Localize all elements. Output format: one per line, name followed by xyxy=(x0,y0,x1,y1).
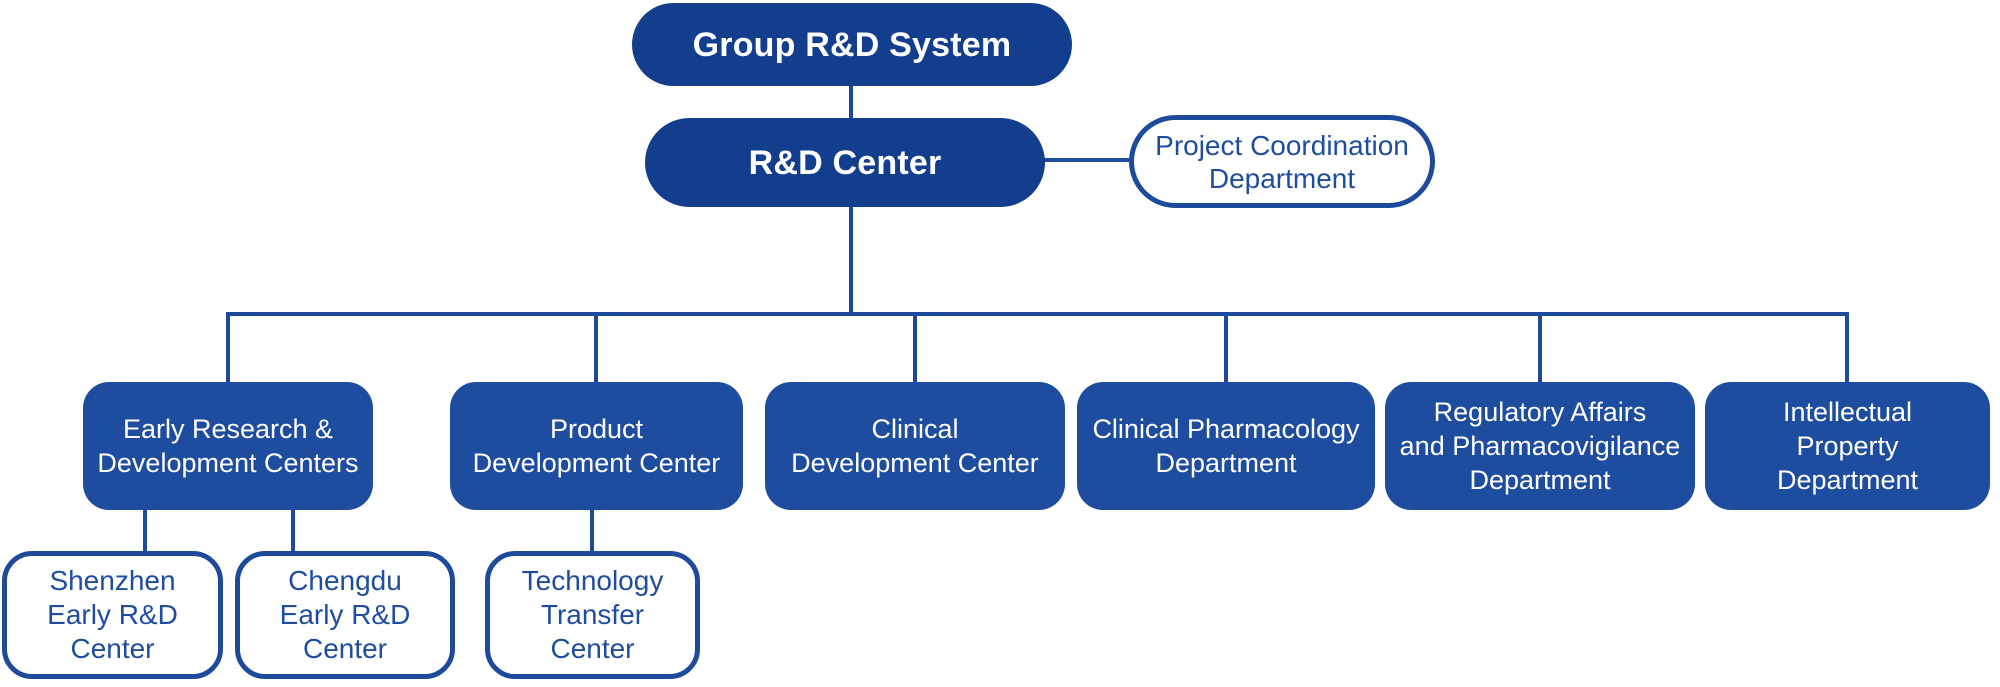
connector-drop-sub-1 xyxy=(143,506,147,555)
node-shenzhen-early-rnd-center: Shenzhen Early R&D Center xyxy=(2,551,223,679)
node-intellectual-property-department: Intellectual Property Department xyxy=(1705,382,1990,510)
connector-drop-dept-1 xyxy=(226,312,230,386)
node-clinical-development-center-label: Clinical Development Center xyxy=(791,414,1039,478)
node-regulatory-affairs-pharmacovigilance-department-label: Regulatory Affairs and Pharmacovigilance… xyxy=(1399,397,1681,495)
node-technology-transfer-center: Technology Transfer Center xyxy=(485,551,700,679)
node-clinical-development-center: Clinical Development Center xyxy=(765,382,1065,510)
node-shenzhen-early-rnd-center-label: Shenzhen Early R&D Center xyxy=(47,565,178,664)
node-clinical-pharmacology-department-label: Clinical Pharmacology Department xyxy=(1092,414,1360,478)
node-group-rnd-system: Group R&D System xyxy=(632,3,1072,86)
node-product-development-center: Product Development Center xyxy=(450,382,743,510)
node-chengdu-early-rnd-center: Chengdu Early R&D Center xyxy=(235,551,455,679)
node-group-rnd-system-label: Group R&D System xyxy=(692,25,1012,64)
node-early-research-development-centers-label: Early Research & Development Centers xyxy=(97,414,359,478)
connector-center-to-side xyxy=(1040,158,1134,162)
connector-drop-dept-6 xyxy=(1845,312,1849,386)
node-rnd-center: R&D Center xyxy=(645,118,1045,207)
connector-drop-dept-4 xyxy=(1224,312,1228,386)
connector-drop-sub-2 xyxy=(291,506,295,555)
connector-root-to-center xyxy=(849,82,853,122)
node-regulatory-affairs-pharmacovigilance-department: Regulatory Affairs and Pharmacovigilance… xyxy=(1385,382,1695,510)
connector-drop-sub-3 xyxy=(590,506,594,555)
node-clinical-pharmacology-department: Clinical Pharmacology Department xyxy=(1077,382,1375,510)
node-project-coordination-department-label: Project Coordination Department xyxy=(1155,129,1409,194)
node-chengdu-early-rnd-center-label: Chengdu Early R&D Center xyxy=(279,565,411,664)
node-project-coordination-department: Project Coordination Department xyxy=(1129,115,1435,208)
node-early-research-development-centers: Early Research & Development Centers xyxy=(83,382,373,510)
node-rnd-center-label: R&D Center xyxy=(748,143,942,182)
connector-drop-dept-5 xyxy=(1538,312,1542,386)
node-technology-transfer-center-label: Technology Transfer Center xyxy=(521,565,664,664)
node-intellectual-property-department-label: Intellectual Property Department xyxy=(1776,397,1919,495)
node-product-development-center-label: Product Development Center xyxy=(472,414,721,478)
connector-center-to-rail xyxy=(849,204,853,316)
connector-rail xyxy=(226,312,1849,316)
connector-drop-dept-3 xyxy=(913,312,917,386)
connector-drop-dept-2 xyxy=(594,312,598,386)
